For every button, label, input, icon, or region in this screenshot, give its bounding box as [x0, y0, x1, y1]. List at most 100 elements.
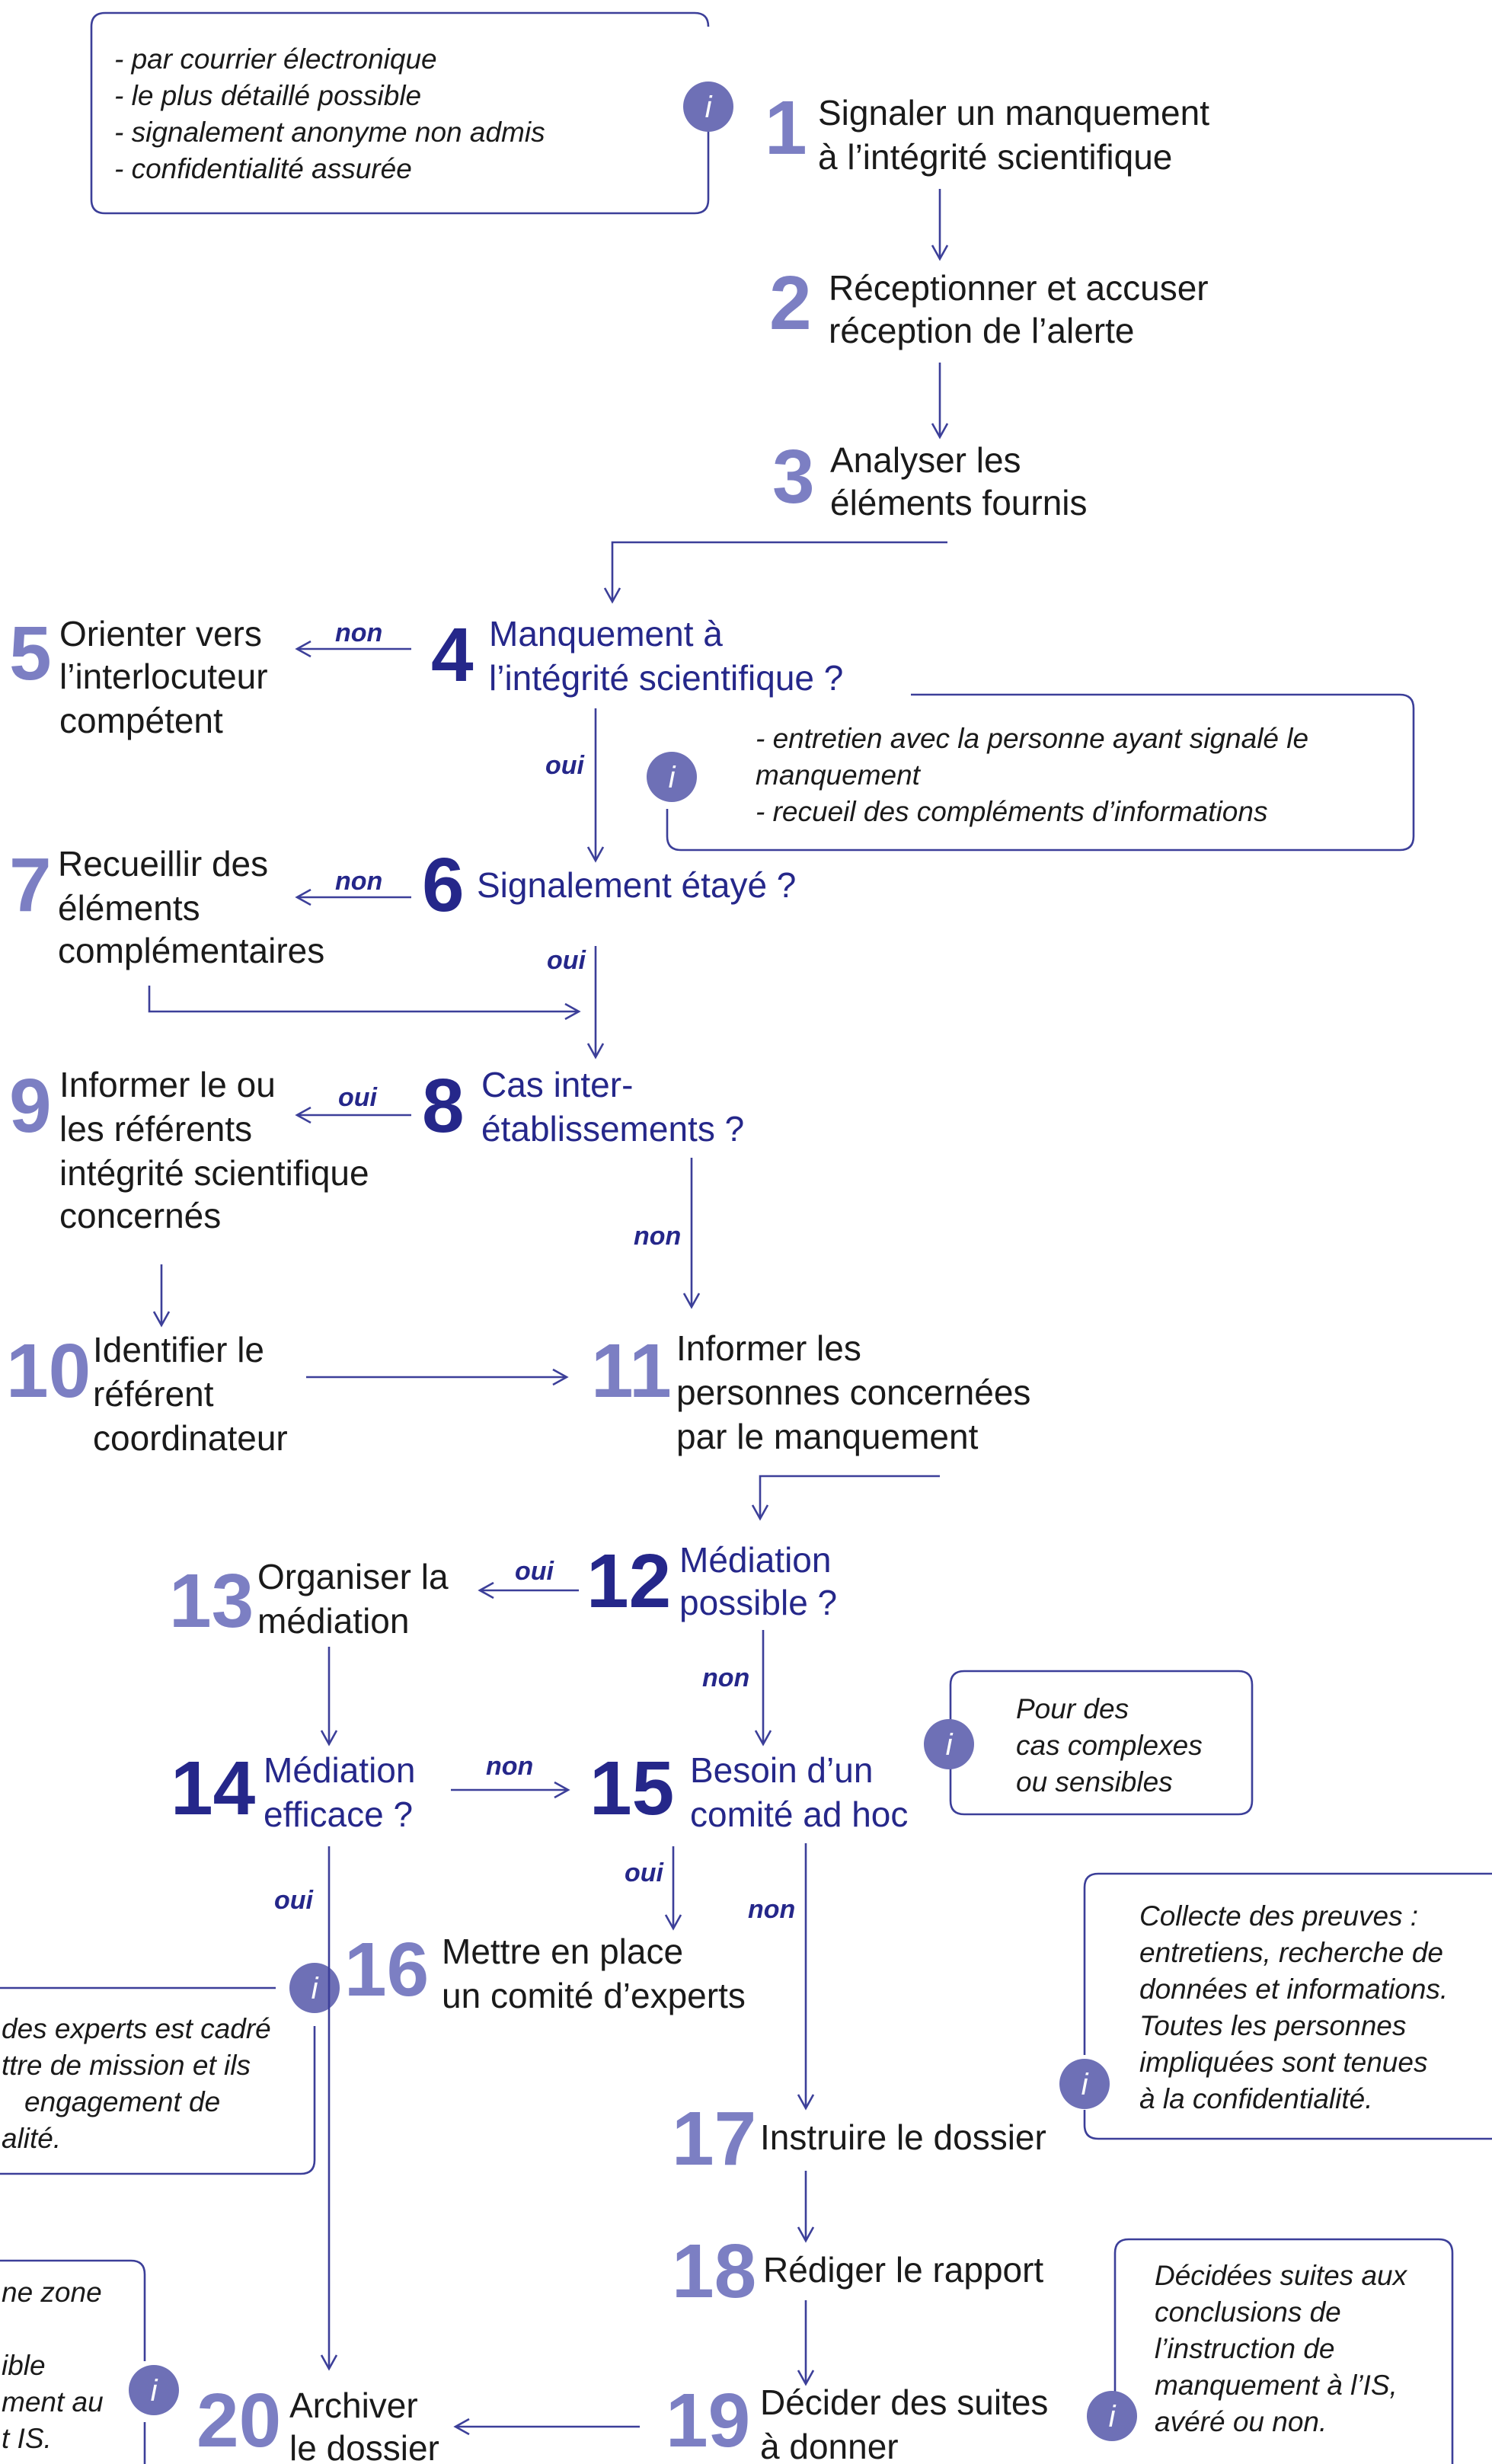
step-label: Instruire le dossier: [760, 2117, 1046, 2157]
step-15: 15 Besoin d’un comité ad hoc: [589, 1746, 908, 1834]
step-label: éléments fournis: [830, 483, 1088, 523]
step-2: 2 Réceptionner et accuser réception de l…: [769, 260, 1209, 350]
svg-text:Besoin d’un comité ad ho: Besoin d’un comité ad hoc: [690, 1750, 908, 1834]
info-text: alité.: [2, 2123, 61, 2154]
svg-text:i: i: [151, 2374, 158, 2408]
step-label: Informer le ou: [59, 1065, 276, 1104]
step-8: 8 Cas inter- établissements ?: [422, 1063, 744, 1149]
step-6: 6 Signalement étayé ?: [422, 842, 796, 928]
info-text: ible: [2, 2350, 46, 2381]
step-label: Organiser la: [257, 1557, 449, 1596]
svg-text:Orienter vers l’interloc: Orienter vers l’interlocuteur compétent: [59, 614, 277, 740]
edge-label-no: non: [486, 1752, 533, 1781]
svg-text:Instruire le dossier: Instruire le dossier: [760, 2117, 1046, 2157]
step-14: 14 Médiation efficace ?: [171, 1746, 415, 1834]
step-7: 7 Recueillir des éléments complémentaire…: [9, 842, 324, 970]
step-label: efficace ?: [264, 1794, 413, 1834]
edge-label-no: non: [335, 618, 382, 647]
edge-label-yes: oui: [274, 1886, 315, 1915]
step-label: Signalement étayé ?: [477, 865, 796, 905]
step-9: 9 Informer le ou les référents intégrité…: [9, 1063, 369, 1235]
step-number: 17: [672, 2096, 756, 2181]
svg-text:ne zone ible: ne zone ible ment au t IS.: [2, 2277, 111, 2454]
svg-text:Organiser la médiation: Organiser la médiation: [257, 1557, 458, 1641]
svg-text:i: i: [1109, 2400, 1117, 2434]
svg-text:Cas inter- établissement: Cas inter- établissements ?: [481, 1065, 744, 1149]
svg-text:Recueillir des éléments: Recueillir des éléments complémentaires: [58, 844, 324, 970]
info-icon: i: [289, 1963, 340, 2013]
info-icon: i: [1059, 2059, 1110, 2109]
step-number: 9: [9, 1063, 52, 1149]
info-text: impliquées sont tenues: [1139, 2047, 1427, 2078]
info-text: à la confidentialité.: [1139, 2083, 1372, 2114]
info-box-7: Décidées suites aux conclusions de l’ins…: [1113, 2238, 1454, 2464]
arrow-3-4: [603, 541, 947, 604]
info-text: - le plus détaillé possible: [114, 80, 421, 111]
step-number: 8: [422, 1063, 465, 1149]
step-label: Manquement à: [489, 614, 723, 654]
info-text: engagement de: [24, 2086, 220, 2117]
step-16: 16 Mettre en place un comité d’experts: [344, 1927, 746, 2015]
info-text: des experts est cadré: [2, 2013, 271, 2044]
svg-text:Rédiger le rapport: Rédiger le rapport: [763, 2250, 1043, 2290]
step-label: Médiation: [679, 1540, 831, 1580]
step-label: Besoin d’un: [690, 1750, 873, 1790]
step-label: médiation: [257, 1601, 409, 1641]
info-text: cas complexes: [1016, 1730, 1203, 1761]
step-number: 1: [765, 85, 807, 171]
step-number: 6: [422, 842, 465, 928]
connectors: [148, 189, 949, 2436]
info-icon: i: [924, 1719, 974, 1769]
step-11: 11 Informer les personnes concernées par…: [591, 1328, 1030, 1456]
svg-text:i: i: [705, 91, 713, 124]
edge-label-no: non: [634, 1222, 681, 1251]
step-label: Cas inter-: [481, 1065, 633, 1104]
info-text: ne zone: [2, 2277, 102, 2308]
step-number: 11: [591, 1328, 672, 1414]
step-label: Analyser les: [830, 440, 1021, 480]
step-label: l’intégrité scientifique ?: [489, 658, 843, 698]
edge-label-yes: oui: [515, 1557, 555, 1586]
step-label: Décider des suites: [760, 2383, 1048, 2422]
info-text: Décidées suites aux: [1155, 2260, 1408, 2291]
step-label: à donner: [760, 2427, 899, 2464]
info-text: Toutes les personnes: [1139, 2010, 1406, 2041]
step-18: 18 Rédiger le rapport: [672, 2229, 1043, 2314]
step-label: Identifier le: [93, 1330, 264, 1369]
info-text: données et informations.: [1139, 1973, 1448, 2005]
info-icon: i: [129, 2365, 179, 2415]
edge-label-yes: oui: [338, 1083, 379, 1112]
svg-text:Signalement étayé ?: Signalement étayé ?: [477, 865, 796, 905]
step-label: possible ?: [679, 1583, 837, 1622]
svg-text:Pour des cas complexes: Pour des cas complexes ou sensibles: [1016, 1693, 1210, 1798]
edge-label-yes: oui: [545, 751, 586, 780]
step-label: Orienter vers: [59, 614, 262, 654]
step-label: personnes concernées: [676, 1373, 1030, 1412]
info-text: - recueil des compléments d’informations: [756, 796, 1267, 827]
info-icon: i: [683, 81, 733, 132]
step-1: 1 Signaler un manquement à l’intégrité s…: [765, 85, 1219, 177]
step-number: 14: [171, 1746, 256, 1831]
step-label: le dossier: [289, 2428, 439, 2464]
step-label: Recueillir des: [58, 844, 268, 884]
info-text: Collecte des preuves :: [1139, 1900, 1418, 1932]
step-label: complémentaires: [58, 931, 324, 970]
step-4: 4 Manquement à l’intégrité scientifique …: [431, 612, 843, 698]
info-box-2: - entretien avec la personne ayant signa…: [666, 693, 1415, 852]
edge-label-no: non: [702, 1663, 749, 1692]
step-12: 12 Médiation possible ?: [586, 1539, 837, 1624]
step-label: Signaler un manquement: [818, 93, 1209, 133]
step-label: compétent: [59, 701, 223, 740]
svg-text:Décidées suites aux conc: Décidées suites aux conclusions de l’ins…: [1155, 2260, 1414, 2437]
info-text: entretiens, recherche de: [1139, 1937, 1443, 1968]
step-label: éléments: [58, 888, 200, 928]
edge-label-yes: oui: [547, 946, 587, 975]
svg-text:Collecte des preuves : e: Collecte des preuves : entretiens, reche…: [1139, 1900, 1455, 2114]
info-text: - par courrier électronique: [114, 43, 437, 75]
svg-text:Décider des suites à don: Décider des suites à donner: [760, 2383, 1058, 2464]
step-3: 3 Analyser les éléments fournis: [772, 434, 1088, 523]
info-text: manquement à l’IS,: [1155, 2370, 1398, 2401]
svg-text:Signaler un manquement à: Signaler un manquement à l’intégrité sci…: [818, 93, 1219, 177]
info-text: t IS.: [2, 2423, 52, 2454]
